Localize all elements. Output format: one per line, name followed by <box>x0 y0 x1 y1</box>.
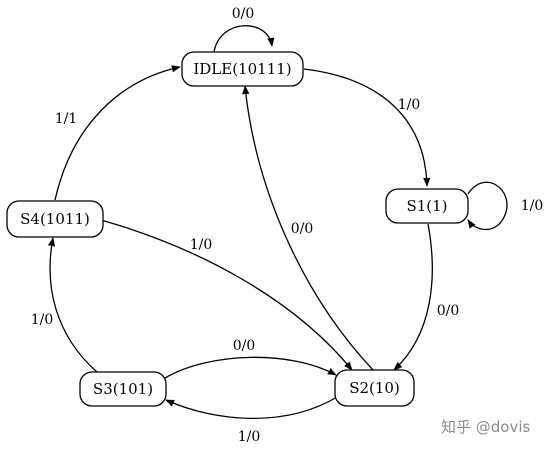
edge-s4-to-idle <box>54 65 181 201</box>
label-idle-to-s1: 1/0 <box>398 97 421 113</box>
edge-idle-self <box>213 25 275 53</box>
edge-s1-to-s2 <box>393 223 433 371</box>
state-s1: S1(1) <box>385 188 469 224</box>
watermark: 知乎 @dovis <box>441 418 531 436</box>
state-idle-label: IDLE(10111) <box>193 60 291 78</box>
label-s3-to-s4: 1/0 <box>31 312 54 328</box>
edge-s1-self <box>467 181 508 231</box>
label-idle-self: 0/0 <box>232 6 255 22</box>
edge-s3-to-s4 <box>47 237 98 373</box>
state-s2-label: S2(10) <box>349 379 400 397</box>
state-s2: S2(10) <box>334 369 415 407</box>
state-s4: S4(1011) <box>6 200 104 238</box>
edge-s2-to-s3 <box>165 396 338 420</box>
label-s2-to-idle: 0/0 <box>291 221 314 237</box>
label-s4-to-idle: 1/1 <box>55 111 78 127</box>
label-s4-to-s2: 1/0 <box>190 237 213 253</box>
edge-s2-to-idle <box>242 85 374 371</box>
label-s1-to-s2: 0/0 <box>437 303 460 319</box>
state-s4-label: S4(1011) <box>20 210 90 228</box>
label-s1-self: 1/0 <box>521 198 544 214</box>
edge-s3-to-s2 <box>164 356 337 379</box>
edge-idle-to-s1 <box>303 68 431 187</box>
label-s2-to-s3: 1/0 <box>238 429 261 445</box>
state-s1-label: S1(1) <box>406 197 447 215</box>
edge-s4-to-s2 <box>100 219 353 371</box>
label-s3-to-s2: 0/0 <box>233 338 256 354</box>
state-s3-label: S3(101) <box>93 380 153 398</box>
state-idle: IDLE(10111) <box>181 51 304 87</box>
state-s3: S3(101) <box>79 371 167 407</box>
